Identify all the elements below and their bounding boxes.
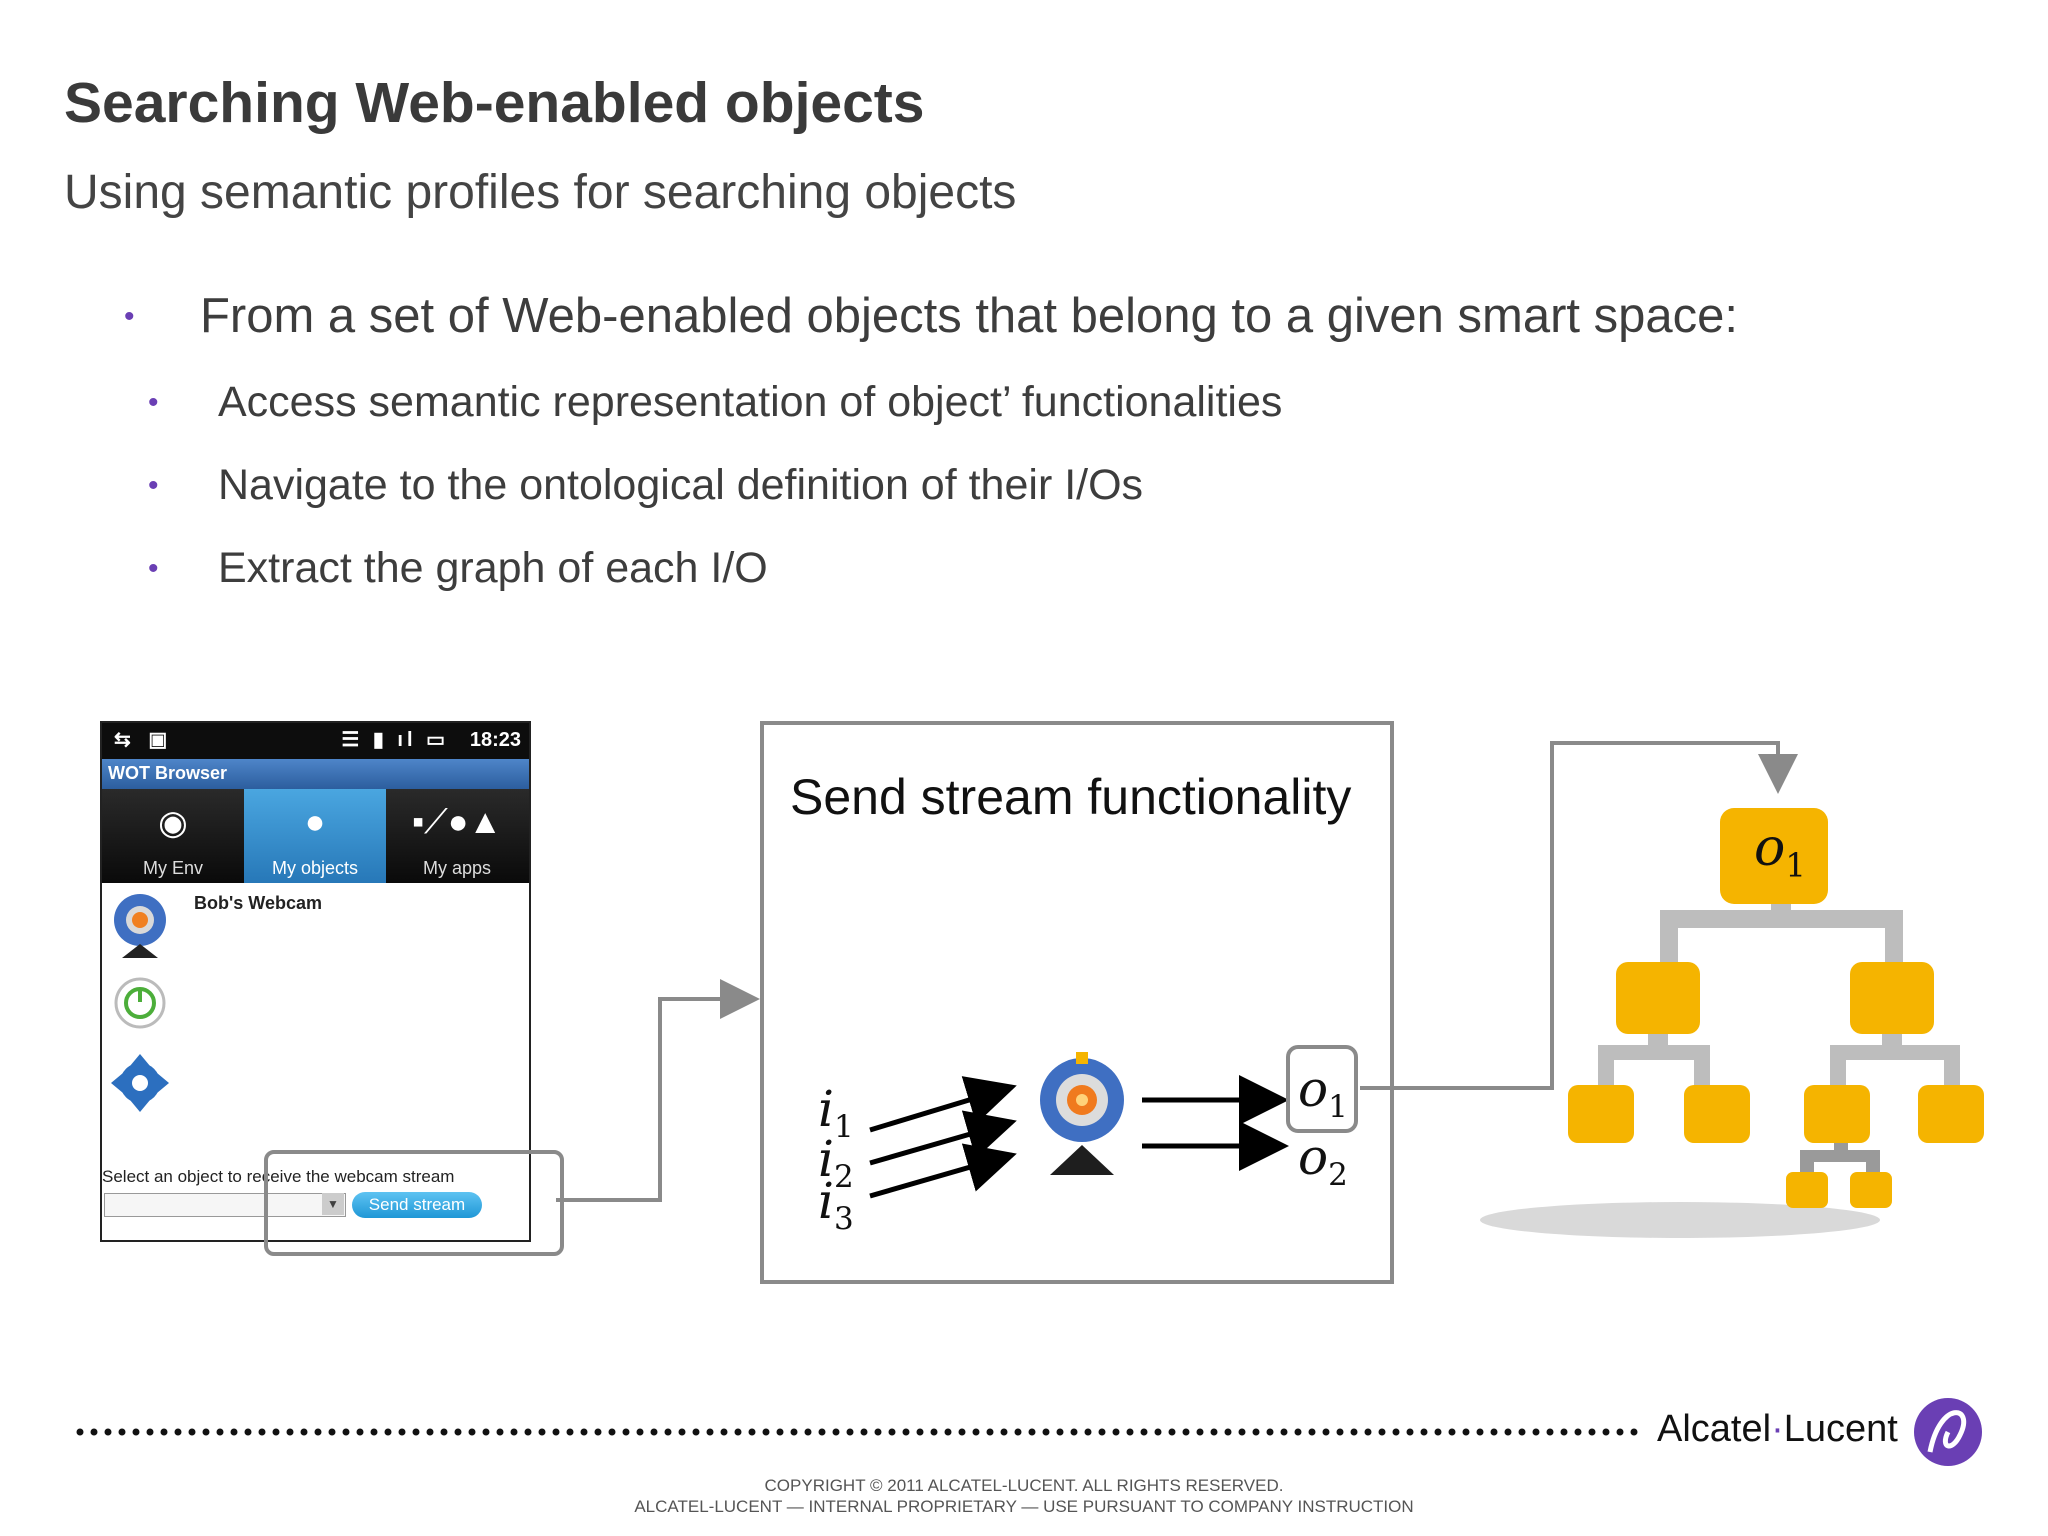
input-arrow xyxy=(869,1076,1017,1133)
bullet-item: From a set of Web-enabled objects that b… xyxy=(200,289,1738,343)
tree-node xyxy=(1568,1085,1634,1143)
eye-icon: ◉ xyxy=(158,804,188,842)
output-label-1: o1 xyxy=(1298,1060,1348,1125)
input-label-3: i3 xyxy=(818,1172,854,1237)
connector-arrow xyxy=(1360,741,1798,1090)
input-label-2: i2 xyxy=(818,1130,854,1195)
status-bar: ⇆ ▣ ☰ ▮ ıl ▭ 18:23 xyxy=(102,723,529,759)
connector-arrow xyxy=(556,979,760,1202)
tree-node xyxy=(1850,1172,1892,1208)
tree-node xyxy=(1720,808,1828,904)
var-sub: 2 xyxy=(1328,1156,1348,1193)
highlight-frame xyxy=(264,1150,564,1256)
signal-icon: ☰ ▮ ıl ▭ xyxy=(341,729,449,751)
brand-name: Alcatel·Lucent xyxy=(1657,1408,1898,1451)
dpad-icon[interactable] xyxy=(111,1054,169,1112)
people-icon: ● xyxy=(304,803,326,841)
tab-bar: ◉ My Env ● My objects ▪⟋●▲ My apps xyxy=(102,789,529,883)
status-time: 18:23 xyxy=(469,729,521,751)
network-icon: ▪⟋●▲ xyxy=(411,803,503,841)
bullet-item: Extract the graph of each I/O xyxy=(218,544,768,592)
functionality-title: Send stream functionality xyxy=(790,769,1352,825)
var-base: i xyxy=(818,1172,834,1230)
var-sub: 3 xyxy=(834,1200,854,1237)
slide-title: Searching Web-enabled objects xyxy=(64,71,925,135)
app-title-bar: WOT Browser xyxy=(102,759,529,789)
tab-label: My objects xyxy=(271,858,359,878)
tree-node xyxy=(1786,1172,1828,1208)
var-base: i xyxy=(818,1080,834,1138)
tab-my-objects[interactable]: ● My objects xyxy=(244,789,386,883)
brand-right: Lucent xyxy=(1783,1408,1898,1450)
object-select[interactable] xyxy=(104,1193,346,1217)
copyright-line-2: ALCATEL-LUCENT — INTERNAL PROPRIETARY — … xyxy=(634,1497,1414,1516)
io-graph-tree xyxy=(1480,808,1984,1238)
var-sub: 1 xyxy=(834,1108,854,1145)
var-base: o xyxy=(1298,1128,1329,1186)
var-sub: 1 xyxy=(1785,846,1806,885)
bullet-item: Navigate to the ontological definition o… xyxy=(218,461,1144,509)
tree-node xyxy=(1684,1085,1750,1143)
tree-node xyxy=(1918,1085,1984,1143)
tab-label: My apps xyxy=(422,858,492,878)
slide-subtitle: Using semantic profiles for searching ob… xyxy=(64,166,1017,219)
input-label-1: i1 xyxy=(818,1080,854,1145)
tree-root-label: o1 xyxy=(1754,818,1806,884)
bullet-marker: • xyxy=(124,300,135,333)
send-stream-button[interactable]: Send stream xyxy=(352,1192,482,1218)
tree-node xyxy=(1850,962,1934,1034)
var-base: i xyxy=(818,1130,834,1188)
tree-node xyxy=(1616,962,1700,1034)
object-name: Bob's Webcam xyxy=(194,893,322,913)
tab-my-apps[interactable]: ▪⟋●▲ My apps xyxy=(386,789,528,883)
tab-my-env[interactable]: ◉ My Env xyxy=(102,789,244,883)
functionality-box xyxy=(760,721,1394,1284)
var-base: o xyxy=(1298,1060,1329,1118)
copyright-line-1: COPYRIGHT © 2011 ALCATEL-LUCENT. ALL RIG… xyxy=(764,1476,1284,1495)
usb-icon: ⇆ ▣ xyxy=(114,729,174,751)
brand-separator: · xyxy=(1771,1408,1784,1450)
select-label: Select an object to receive the webcam s… xyxy=(102,1167,455,1186)
webcam-icon[interactable] xyxy=(114,894,166,958)
webcam-icon xyxy=(1040,1052,1124,1175)
bullet-marker: • xyxy=(148,469,159,502)
tree-node xyxy=(1804,1085,1870,1143)
chevron-down-icon[interactable]: ▼ xyxy=(322,1193,344,1215)
alcatel-lucent-logo-icon xyxy=(1914,1398,1982,1466)
input-arrow xyxy=(869,1143,1017,1199)
brand-left: Alcatel xyxy=(1657,1408,1772,1450)
app-title: WOT Browser xyxy=(108,763,228,783)
power-icon[interactable] xyxy=(114,977,166,1029)
output-label-2: o2 xyxy=(1298,1128,1348,1193)
phone-screenshot: ⇆ ▣ ☰ ▮ ıl ▭ 18:23 WOT Browser ◉ My Env … xyxy=(100,721,531,1242)
bullet-marker: • xyxy=(148,386,159,419)
object-icons xyxy=(111,894,169,1112)
bullet-marker: • xyxy=(148,552,159,585)
var-sub: 2 xyxy=(834,1158,854,1195)
input-arrow xyxy=(869,1110,1017,1166)
var-base: o xyxy=(1754,818,1786,878)
tab-label: My Env xyxy=(142,858,203,878)
bullet-item: Access semantic representation of object… xyxy=(218,378,1283,426)
var-sub: 1 xyxy=(1328,1088,1348,1125)
output-highlight xyxy=(1286,1045,1358,1133)
